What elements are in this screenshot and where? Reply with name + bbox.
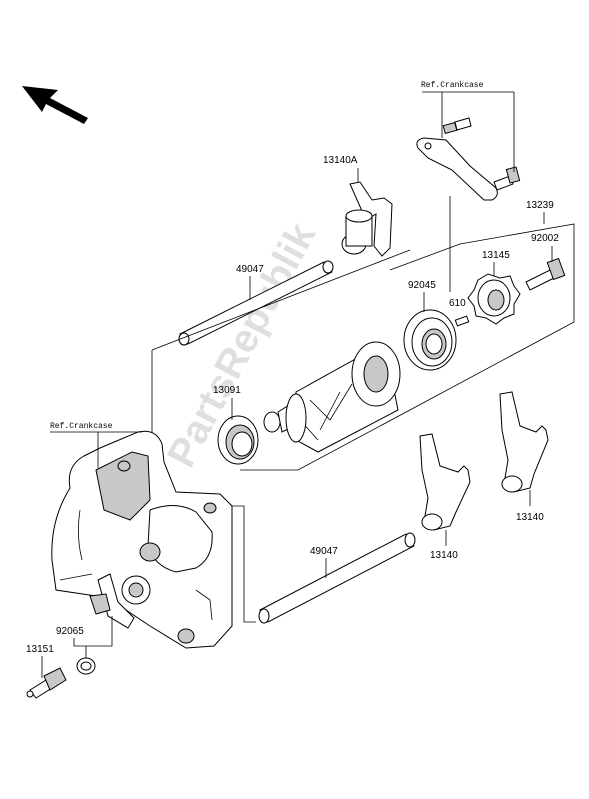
ref-crankcase-top-label: Ref.Crankcase xyxy=(421,81,484,90)
label-92065: 92065 xyxy=(56,626,84,637)
cam-13145 xyxy=(467,273,521,325)
shift-fork-13140A xyxy=(341,181,393,257)
box-bottom-shaft xyxy=(232,505,256,623)
label-13140-right: 13140 xyxy=(516,512,544,523)
label-49047-top: 49047 xyxy=(236,264,264,275)
label-610: 610 xyxy=(449,298,466,309)
bolt-92002 xyxy=(525,257,566,291)
shaft-49047-bottom xyxy=(258,532,416,624)
arrow-upper-left-icon xyxy=(22,86,88,124)
label-13091: 13091 xyxy=(213,385,241,396)
pin-610 xyxy=(454,315,470,327)
washer-92065 xyxy=(76,657,96,675)
ref-crankcase-left-leader xyxy=(50,431,142,468)
box-13239 xyxy=(240,223,575,471)
label-13140A: 13140A xyxy=(323,155,358,166)
ref-crankcase-left-label: Ref.Crankcase xyxy=(50,422,113,431)
shaft-49047-top xyxy=(178,260,334,346)
label-13145: 13145 xyxy=(482,250,510,261)
switch-13151 xyxy=(26,667,67,699)
shift-drum xyxy=(263,341,401,453)
bearing-92045 xyxy=(403,309,457,371)
label-49047-bottom: 49047 xyxy=(310,546,338,557)
bearing-13091 xyxy=(217,415,259,465)
label-92045: 92045 xyxy=(408,280,436,291)
shift-fork-13140-right xyxy=(499,391,549,493)
ref-bracket xyxy=(416,117,521,201)
shift-fork-13140-mid xyxy=(419,433,471,531)
label-13151: 13151 xyxy=(26,644,54,655)
leader-92065 xyxy=(73,616,113,658)
label-13239: 13239 xyxy=(526,200,554,211)
crankcase xyxy=(51,430,233,649)
ref-crankcase-top-leader xyxy=(422,91,515,172)
label-13140-mid: 13140 xyxy=(430,550,458,561)
label-92002: 92002 xyxy=(531,233,559,244)
